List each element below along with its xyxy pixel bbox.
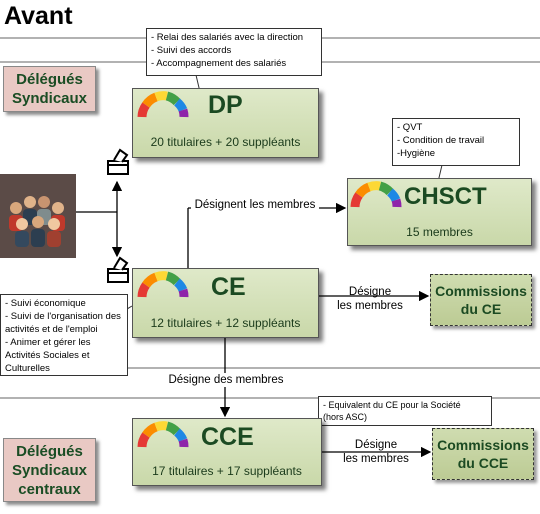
ballot-box-icon [107, 256, 129, 283]
designe-ce-line2: les membres [337, 300, 403, 312]
ce-note: Activités Sociales et [5, 350, 90, 361]
commissions-cce-box: Commissions du CCE [432, 428, 534, 480]
page-title: Avant [4, 2, 73, 30]
designe-des-label: Désigne des membres [160, 373, 292, 387]
commissions-cce-line1: Commissions [437, 437, 529, 453]
ce-callout: - Suivi économique - Suivi de l'organisa… [0, 294, 128, 376]
designent-label: Désignent les membres [191, 198, 319, 212]
cce-note: - Equivalent du CE pour la Société [323, 400, 461, 410]
ce-note: activités et de l'emploi [5, 324, 98, 335]
ce-name: CE [211, 273, 246, 301]
chsct-name: CHSCT [404, 183, 487, 210]
chsct-note: - Condition de travail [397, 135, 485, 146]
hemicycle-icon [350, 181, 402, 208]
hemicycle-icon [137, 421, 189, 448]
designe-cce-line2: les membres [343, 453, 409, 465]
hemicycle-icon [137, 271, 189, 298]
dp-name: DP [208, 91, 243, 119]
hemicycle-icon [137, 91, 189, 118]
cce-name: CCE [201, 423, 254, 451]
ce-note: - Animer et gérer les [5, 337, 91, 348]
chsct-callout: - QVT - Condition de travail -Hygiène [392, 118, 520, 166]
delegues-syndicaux-box: Délégués Syndicaux [3, 66, 96, 112]
chsct-members: 15 membres [406, 225, 473, 239]
designe-ce-line1: Désigne [348, 286, 392, 298]
chsct-note: -Hygiène [397, 148, 436, 159]
voters-image [0, 174, 76, 258]
designe-ce-label: Désigne les membres [322, 285, 418, 313]
dp-callout: - Relai des salariés avec la direction -… [146, 28, 322, 76]
ce-members: 12 titulaires + 12 suppléants [150, 316, 301, 330]
dsc-line3: centraux [18, 480, 81, 498]
commissions-ce-line1: Commissions [435, 283, 527, 299]
cce-callout: - Equivalent du CE pour la Société (hors… [318, 396, 492, 426]
chsct-note: - QVT [397, 122, 423, 133]
dp-box: DP 20 titulaires + 20 suppléants [132, 88, 319, 158]
cce-members: 17 titulaires + 17 suppléants [152, 464, 302, 478]
dp-note: - Suivi des accords [151, 45, 232, 56]
commissions-cce-line2: du CCE [457, 455, 509, 471]
people-icon [9, 196, 65, 247]
dp-members: 20 titulaires + 20 suppléants [150, 135, 301, 149]
ballot-box-icon [107, 148, 129, 175]
cce-note: (hors ASC) [323, 412, 368, 422]
ce-box: CE 12 titulaires + 12 suppléants [132, 268, 319, 338]
chsct-box: CHSCT 15 membres [347, 178, 532, 246]
dp-note: - Relai des salariés avec la direction [151, 32, 304, 43]
ds-line1: Délégués [16, 71, 83, 88]
dsc-line2: Syndicaux [11, 461, 88, 479]
ce-note: - Suivi économique [5, 298, 86, 309]
designe-cce-label: Désigne les membres [328, 438, 424, 466]
cce-box: CCE 17 titulaires + 17 suppléants [132, 418, 322, 486]
commissions-ce-box: Commissions du CE [430, 274, 532, 326]
delegues-syndicaux-centraux-box: Délégués Syndicaux centraux [3, 438, 96, 502]
dsc-line1: Délégués [16, 442, 83, 460]
dp-note: - Accompagnement des salariés [151, 58, 287, 69]
designe-cce-line1: Désigne [354, 439, 398, 451]
ce-note: Culturelles [5, 363, 50, 374]
commissions-ce-line2: du CE [460, 301, 502, 317]
ce-note: - Suivi de l'organisation des [5, 311, 121, 322]
ds-line2: Syndicaux [11, 90, 88, 107]
